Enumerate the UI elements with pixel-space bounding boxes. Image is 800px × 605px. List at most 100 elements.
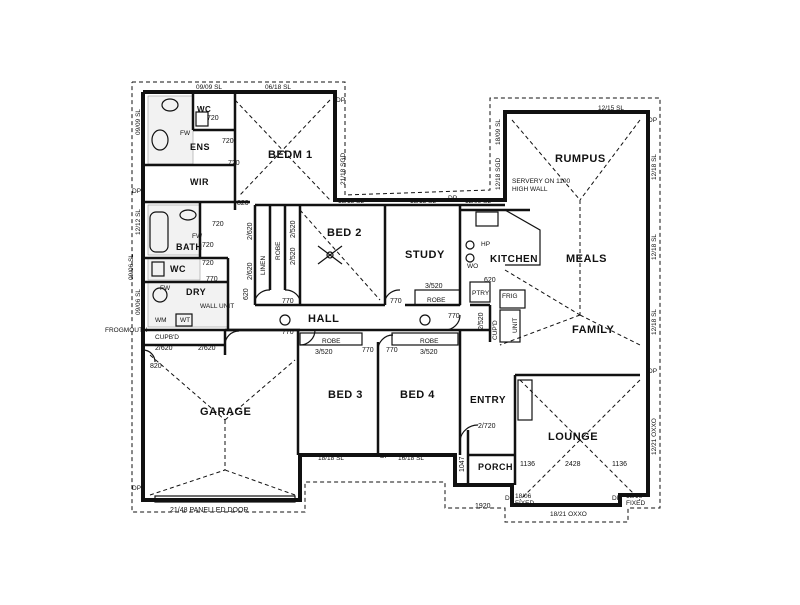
- room-label-ens: ENS: [190, 142, 210, 152]
- label-cupboard: CUPB'D: [155, 334, 179, 341]
- roof-lines: [149, 99, 641, 501]
- hotplate: [465, 253, 475, 263]
- window-label: 12/21 OXXO: [651, 418, 658, 455]
- door-width-label: 620: [243, 288, 250, 300]
- servery-note: HIGH WALL: [512, 186, 548, 193]
- window-label: 06/18 SL: [265, 84, 291, 91]
- smoke-detector-icon: [419, 314, 431, 326]
- door-width-label: 2/620: [247, 262, 254, 280]
- room-label-porch: PORCH: [478, 462, 513, 472]
- porch-depth-label: 1047: [459, 456, 466, 472]
- window-label: 12/18 SL: [651, 154, 658, 180]
- room-label-hall: HALL: [308, 313, 339, 325]
- window-label: 15/15 SL: [338, 198, 364, 205]
- toilet: [195, 111, 209, 127]
- downpipe-label: DP: [612, 495, 621, 502]
- door-width-label: 770: [282, 298, 294, 305]
- hotplate: [465, 240, 475, 250]
- door-width-label: 3/520: [425, 283, 443, 290]
- smoke-detector-icon: [279, 314, 291, 326]
- label-fridge: FRIG: [502, 293, 518, 300]
- bath-tile: [147, 204, 201, 256]
- window-label: 15/15 SL: [410, 198, 436, 205]
- eave-line: [131, 81, 661, 523]
- downpipe-label: DP: [505, 495, 514, 502]
- room-label-study: STUDY: [405, 249, 445, 261]
- window-label: 18/18 SL: [318, 455, 344, 462]
- window-label: 12/12 SL: [135, 209, 142, 235]
- opening-width-label: 2428: [565, 461, 581, 468]
- window-label: 12/09 SL: [465, 198, 491, 205]
- window-label: 09/09 SL: [196, 84, 222, 91]
- basin: [151, 129, 169, 151]
- door-swings: [142, 289, 479, 441]
- washing-machine: [175, 313, 193, 327]
- window-label: 12/18 SL: [651, 309, 658, 335]
- room-label-family: FAMILY: [572, 324, 614, 336]
- door-width-label: 2/520: [290, 220, 297, 238]
- servery-note: SERVERY ON 1100: [512, 178, 570, 185]
- downpipe-label: DP: [336, 97, 345, 104]
- door-width-label: 720: [202, 242, 214, 249]
- downpipe-label: DP: [648, 117, 657, 124]
- room-label-rumpus: RUMPUS: [555, 153, 606, 165]
- downpipe-label: DP: [132, 188, 141, 195]
- window-label: 21/18 SGD: [340, 153, 347, 185]
- door-width-label: 2/620: [198, 345, 216, 352]
- opening-width-label: 1136: [520, 461, 535, 468]
- label-floor-waste: FW: [160, 285, 171, 292]
- basin: [161, 98, 179, 112]
- window-label: 09/06 SL: [135, 289, 142, 315]
- door-width-label: 3/520: [315, 349, 333, 356]
- downpipe-label: DP: [132, 485, 141, 492]
- room-label-bedm1: BEDM 1: [268, 149, 313, 161]
- door-width-label: 2/520: [290, 247, 297, 265]
- window-label: 12/15 SL: [598, 105, 624, 112]
- door-width-label: 770: [448, 313, 460, 320]
- porch-width-label: 1920: [475, 503, 491, 510]
- label-wall-unit: WALL UNIT: [200, 303, 234, 310]
- door-width-label: 820: [150, 363, 162, 370]
- opening-width-label: 1136: [612, 461, 627, 468]
- door-width-label: 2/620: [155, 345, 173, 352]
- room-label-lounge: LOUNGE: [548, 431, 598, 443]
- room-label-bed2: BED 2: [327, 227, 362, 239]
- laundry-tile: [147, 281, 229, 328]
- room-label-wir: WIR: [190, 177, 209, 187]
- door-width-label: 720: [222, 138, 234, 145]
- window-label: 18/06: [515, 493, 532, 500]
- label-robe: ROBE: [275, 241, 282, 260]
- door-width-label: 720: [228, 160, 240, 167]
- label-robe: ROBE: [420, 338, 439, 345]
- bathtub: [149, 211, 169, 253]
- basin: [152, 287, 168, 303]
- door-width-label: 720: [212, 221, 224, 228]
- label-floor-waste: FW: [180, 130, 191, 137]
- garage-door: [154, 495, 296, 503]
- label-wall-oven: WO: [467, 263, 478, 270]
- door-width-label: 2/520: [478, 312, 485, 330]
- window-label: 16/18 SL: [398, 455, 424, 462]
- door-width-label: 720: [202, 260, 214, 267]
- window-label: 18/09 SL: [495, 119, 502, 145]
- room-label-bed3: BED 3: [328, 389, 363, 401]
- garage-door-label: 21/48 PANELLED DOOR: [170, 507, 248, 514]
- downpipe-label: DP: [448, 195, 457, 202]
- label-floor-waste: FW: [192, 233, 203, 240]
- room-label-kitchen: KITCHEN: [490, 254, 538, 265]
- door-width-label: 770: [390, 298, 402, 305]
- window-label: 09/06 SL: [128, 254, 135, 280]
- room-label-garage: GARAGE: [200, 406, 251, 418]
- room-label-bath: BATH: [176, 242, 202, 252]
- door-width-label: 770: [362, 347, 374, 354]
- door-width-label: 770: [282, 329, 294, 336]
- window-label: 12/18 SGD: [495, 158, 502, 190]
- label-robe: ROBE: [322, 338, 341, 345]
- room-label-dry: DRY: [186, 287, 206, 297]
- room-label-wc1: WC: [197, 105, 211, 114]
- label-pantry: PTRY: [472, 290, 490, 297]
- downpipe-label: DP: [380, 453, 389, 460]
- door-width-label: 770: [206, 276, 218, 283]
